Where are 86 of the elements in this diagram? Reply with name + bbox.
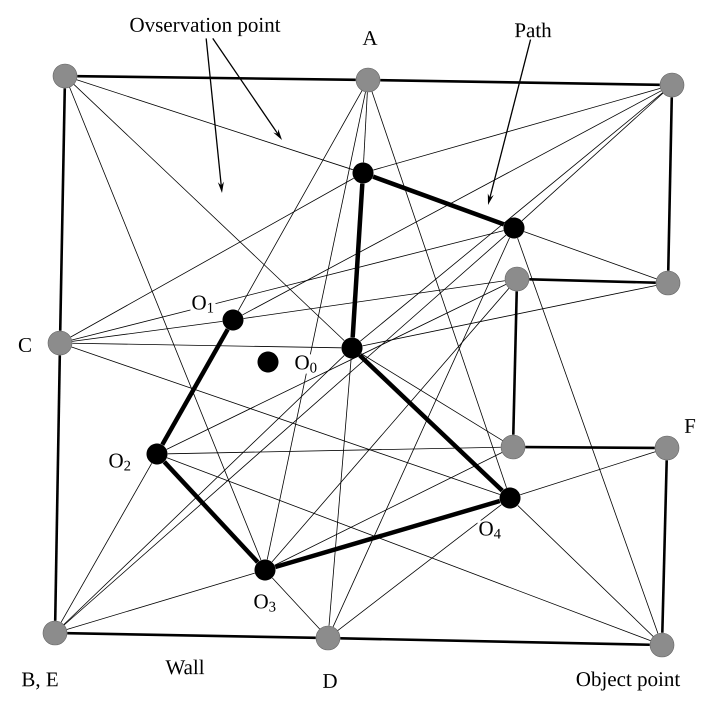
sight-line [524,231,657,280]
object-point [42,620,68,646]
wall-line [529,278,656,284]
observation-point [504,218,524,238]
sight-line [522,92,664,222]
sight-line [76,79,354,170]
sight-line [360,353,503,441]
caption-text: Wall [165,660,204,674]
observation-point [342,338,362,358]
sight-line [362,285,656,346]
object-point [500,434,526,460]
point-label: O$_{3}$ [252,593,278,613]
object-point [504,266,530,292]
object-point [656,270,680,296]
object-point [654,436,680,460]
wall-line [58,88,66,331]
path-line [274,498,500,570]
sight-line [166,457,651,642]
path-line [160,328,230,446]
wall-line [525,446,655,450]
sight-line [71,346,500,495]
observation-point [500,488,520,508]
point-label: F [683,418,697,434]
sight-line [360,92,663,342]
point-label: D [321,673,339,689]
object-point [660,72,684,98]
sight-line [274,452,502,566]
sight-line [72,342,342,348]
sight-line [328,358,352,626]
sight-line [272,288,510,562]
sight-line [517,238,658,634]
point-label: C [17,336,33,354]
sight-line [242,90,662,316]
callout-text: Ovservation point [130,18,280,36]
point-label: O$_{0}$ [294,354,318,374]
point-label: A [361,30,379,46]
sight-line [60,462,152,623]
observation-point [254,560,276,580]
path-line [162,460,260,564]
object-point [52,64,78,88]
observation-point [146,444,168,464]
sight-line [69,87,262,560]
sight-line [372,91,507,488]
point-label: B, E [20,672,60,690]
wall-line [67,632,316,640]
wall-line [77,74,356,82]
wall-line [512,291,518,435]
observation-point [258,352,278,372]
sight-line [64,234,506,626]
sight-line [332,237,510,628]
sight-line [363,92,368,163]
point-label: O$_{2}$ [108,452,132,472]
sight-line [166,284,506,450]
object-point [356,68,380,92]
wall-line [661,460,668,633]
observation-point [352,162,374,184]
sight-line [517,505,654,637]
wall-line [340,636,650,646]
path-line [350,184,365,338]
wall-line [54,355,62,621]
sight-line [520,451,656,496]
sight-line [337,504,502,631]
sight-line [372,88,661,170]
sight-line [72,230,504,340]
sight-line [243,280,506,319]
caption-text: Object point [576,672,680,691]
path-line [358,354,504,492]
sight-line [74,84,345,342]
point-label: O$_{4}$ [478,520,503,540]
sight-line [70,178,354,338]
object-point [48,330,72,356]
callout-text: Path [514,22,552,38]
object-point [316,626,340,650]
sight-line [266,92,366,560]
sight-line [272,577,320,630]
wall-line [380,78,660,86]
observation-point [222,310,244,330]
sight-line [167,446,502,454]
sight-line [238,90,362,312]
sight-line [66,572,256,630]
path-line [372,174,505,226]
sight-line [72,321,223,342]
object-point [650,632,674,658]
sight-line [63,355,345,625]
wall-line [666,97,674,271]
point-label: O$_{1}$ [190,294,216,314]
